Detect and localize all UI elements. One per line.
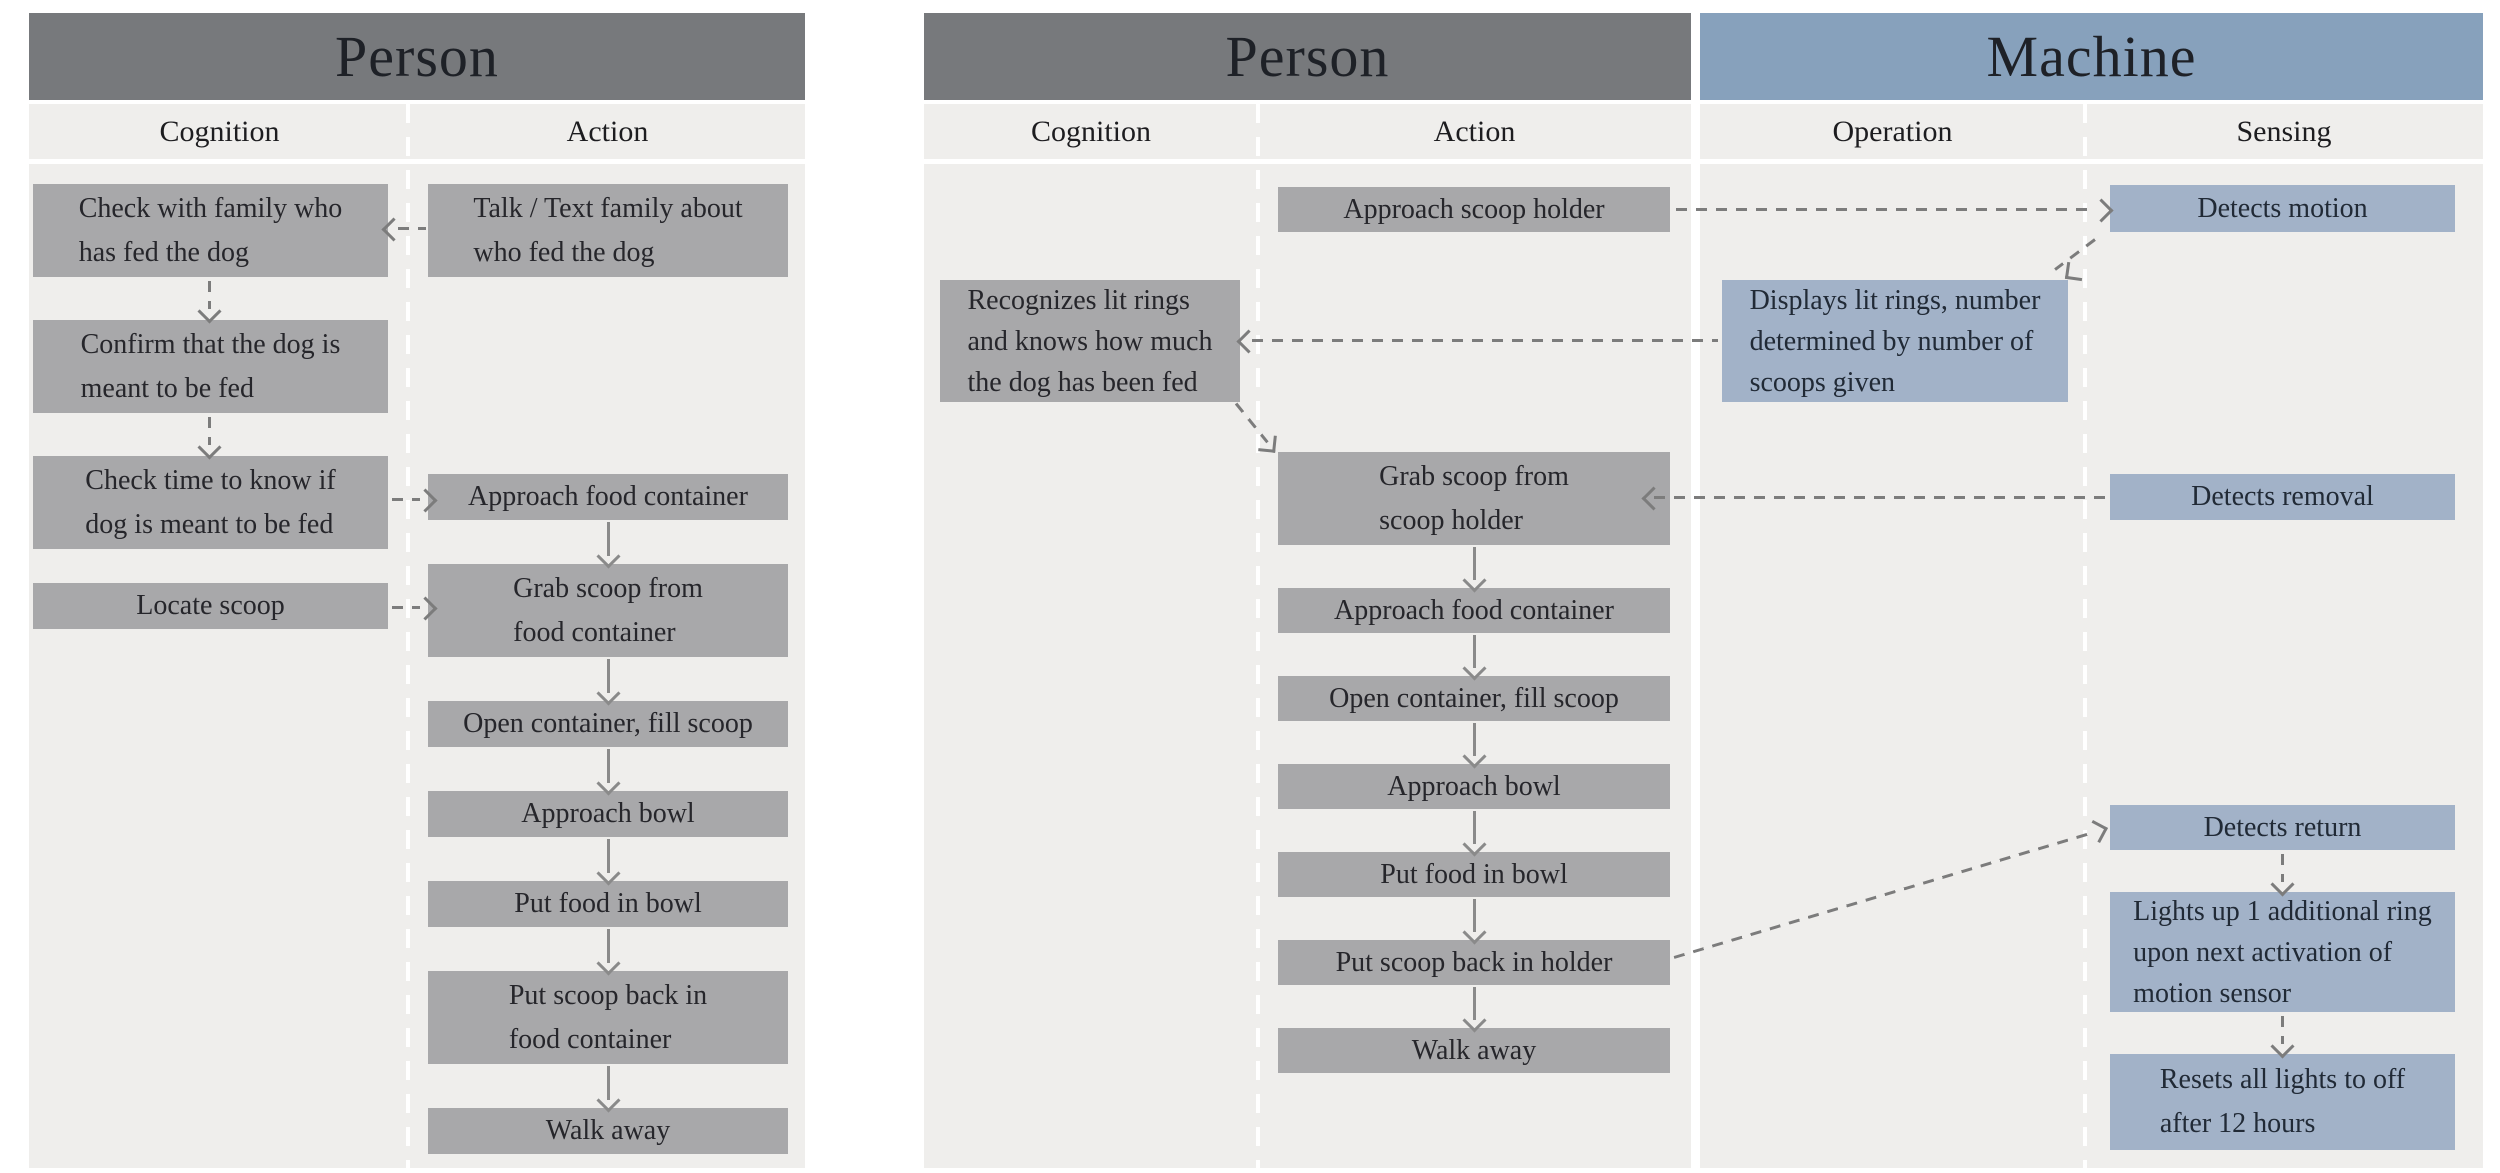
dashed-arrow-locate-to-grab: [392, 606, 420, 609]
box-walk-away-left: Walk away: [428, 1108, 788, 1154]
box-recognizes-lit-rings: Recognizes lit rings and knows how much …: [940, 280, 1240, 402]
dashed-arrow-time-to-approach: [392, 498, 420, 501]
arrow-line-right-6: [1473, 987, 1476, 1020]
left-action-column-label: Action: [566, 114, 649, 148]
box-put-scoop-back-food-container: Put scoop back in food container: [428, 971, 788, 1064]
box-approach-bowl: Approach bowl: [428, 791, 788, 837]
left-cognition-column-label: Cognition: [159, 114, 280, 148]
right-person-label-row: Cognition Action: [924, 104, 1691, 159]
arrow-line-left-1: [607, 522, 610, 556]
operation-column-label: Operation: [1832, 114, 1953, 148]
box-resets-lights: Resets all lights to off after 12 hours: [2110, 1054, 2455, 1150]
sensing-column-label: Sensing: [2236, 114, 2332, 148]
box-approach-bowl-right: Approach bowl: [1278, 764, 1670, 809]
box-detects-motion: Detects motion: [2110, 185, 2455, 232]
dashed-arrow-removal-to-grab: [1654, 496, 2106, 499]
dashed-arrow-confirm-to-time: [208, 417, 211, 445]
dashed-arrowhead-motion-to-displays: [2064, 261, 2085, 282]
box-grab-scoop-food-container: Grab scoop from food container: [428, 564, 788, 657]
dashed-arrowhead-recognizes-to-grab: [1258, 434, 1277, 453]
box-talk-text-family: Talk / Text family about who fed the dog: [428, 184, 788, 277]
dashed-arrow-check-to-confirm: [208, 281, 211, 309]
arrow-line-left-2: [607, 659, 610, 693]
arrow-line-right-2: [1473, 635, 1476, 668]
box-put-food-in-bowl: Put food in bowl: [428, 881, 788, 927]
box-approach-food-container: Approach food container: [428, 474, 788, 520]
arrow-line-left-4: [607, 839, 610, 873]
left-person-header: Person: [29, 13, 805, 100]
box-displays-lit-rings: Displays lit rings, number determined by…: [1722, 280, 2068, 402]
arrow-line-right-3: [1473, 723, 1476, 756]
right-machine-header: Machine: [1700, 13, 2483, 100]
right-action-column-label: Action: [1433, 114, 1516, 148]
arrow-line-left-3: [607, 749, 610, 783]
dashed-arrow-approach-to-motion: [1676, 208, 2096, 211]
box-confirm-dog-fed: Confirm that the dog is meant to be fed: [33, 320, 388, 413]
box-put-food-in-bowl-right: Put food in bowl: [1278, 852, 1670, 897]
dashed-arrow-lights-to-resets: [2281, 1016, 2284, 1044]
right-machine-column-divider: [2083, 104, 2087, 1168]
left-column-label-row: Cognition Action: [29, 104, 805, 159]
right-machine-label-row: Operation Sensing: [1700, 104, 2483, 159]
arrow-line-right-4: [1473, 811, 1476, 844]
box-walk-away-right: Walk away: [1278, 1028, 1670, 1073]
right-person-header: Person: [924, 13, 1691, 100]
right-person-column-divider: [1256, 104, 1260, 1168]
box-check-time: Check time to know if dog is meant to be…: [33, 456, 388, 549]
arrow-line-right-5: [1473, 899, 1476, 932]
arrow-line-right-1: [1473, 547, 1476, 580]
box-detects-removal: Detects removal: [2110, 474, 2455, 520]
left-column-divider: [406, 104, 410, 1168]
right-cognition-column-label: Cognition: [1030, 114, 1151, 148]
arrow-line-left-5: [607, 929, 610, 963]
box-open-container-fill-scoop-right: Open container, fill scoop: [1278, 676, 1670, 721]
box-detects-return: Detects return: [2110, 805, 2455, 850]
box-put-scoop-back-holder: Put scoop back in holder: [1278, 940, 1670, 985]
box-grab-scoop-holder: Grab scoop from scoop holder: [1278, 452, 1670, 545]
dashed-arrow-displays-to-recognizes: [1252, 339, 1718, 342]
arrow-line-left-6: [607, 1066, 610, 1100]
dashed-arrow-return-to-lights: [2281, 854, 2284, 882]
box-lights-up-ring: Lights up 1 additional ring upon next ac…: [2110, 892, 2455, 1012]
box-approach-scoop-holder: Approach scoop holder: [1278, 187, 1670, 232]
box-approach-food-container-right: Approach food container: [1278, 588, 1670, 633]
dashed-arrow-talk-to-check: [398, 227, 426, 230]
box-open-container-fill-scoop: Open container, fill scoop: [428, 701, 788, 747]
box-check-with-family: Check with family who has fed the dog: [33, 184, 388, 277]
box-locate-scoop: Locate scoop: [33, 583, 388, 629]
